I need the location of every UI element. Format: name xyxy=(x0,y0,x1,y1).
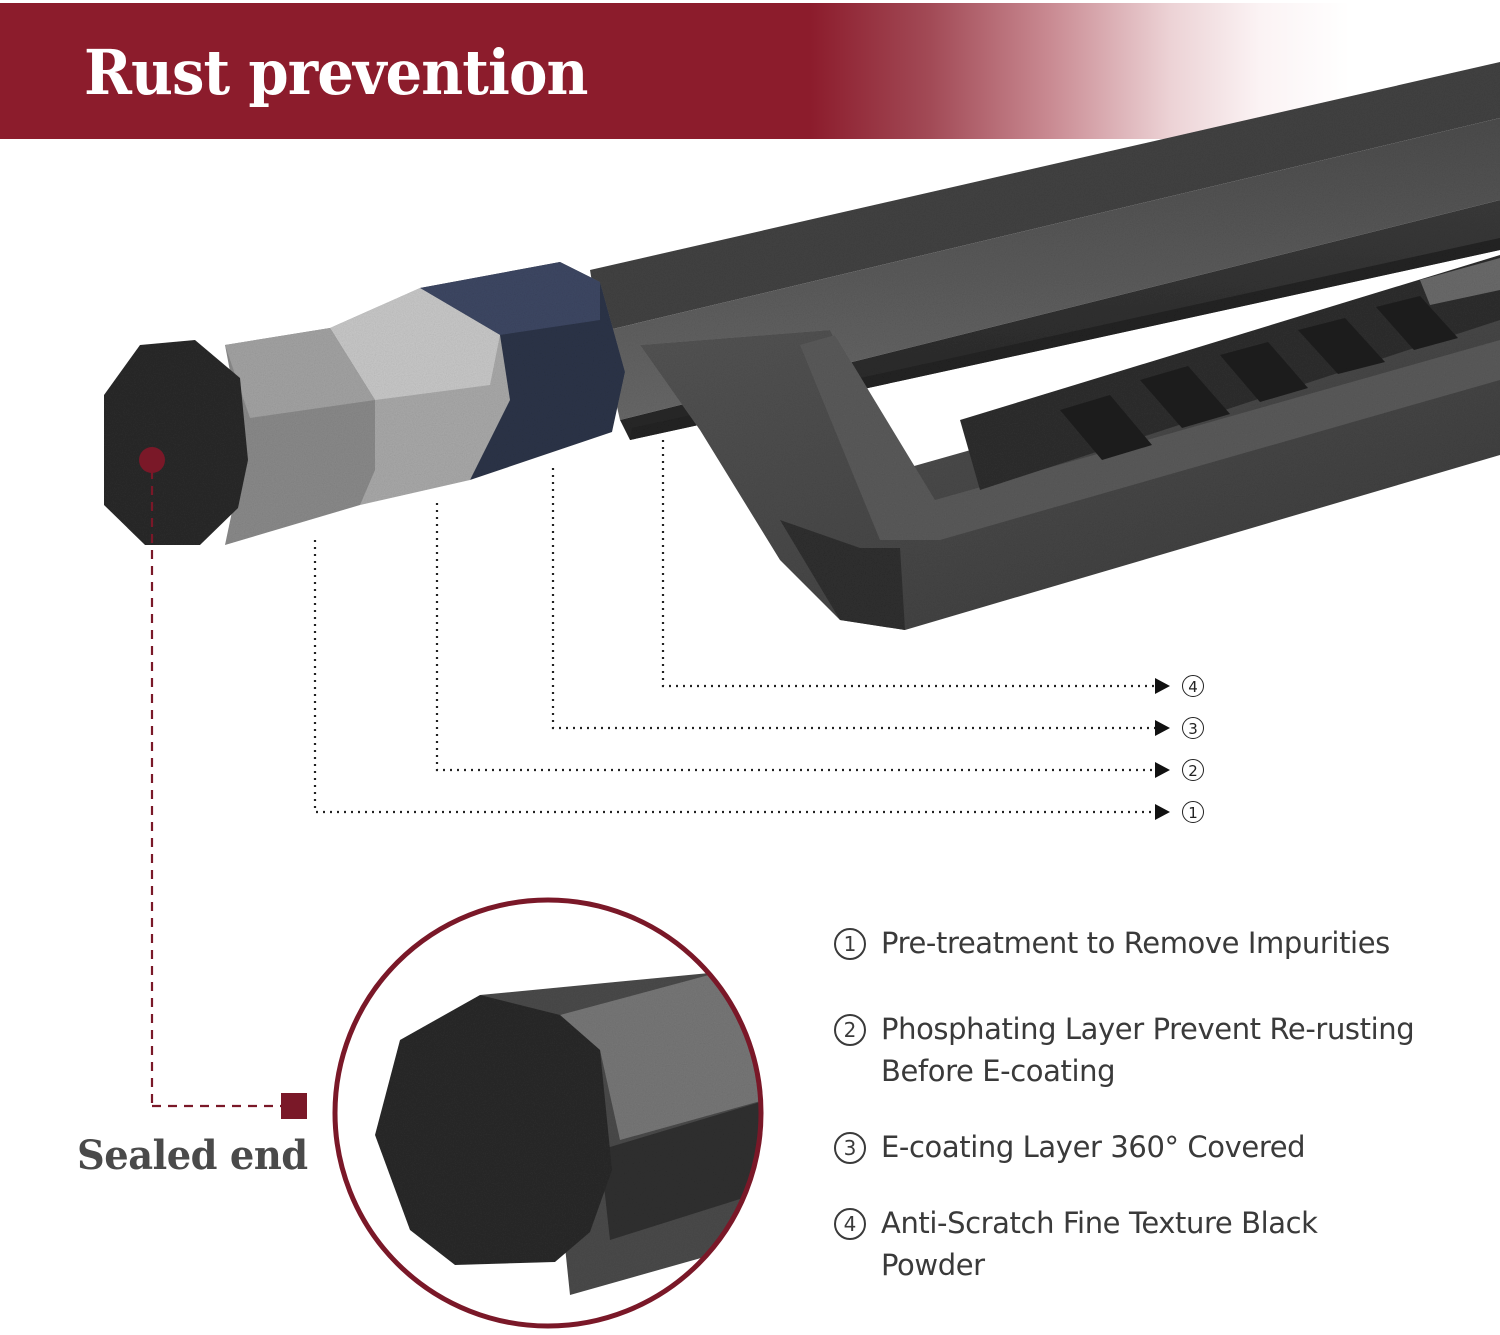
sealed-end-inset xyxy=(332,897,764,1329)
sealed-end-dot xyxy=(139,447,165,473)
callout-2: 2 xyxy=(1182,759,1204,781)
callout-arrowheads xyxy=(1155,678,1170,820)
legend-text: E-coating Layer 360° Covered xyxy=(881,1130,1306,1164)
legend-item-3: 3 E-coating Layer 360° Covered xyxy=(834,1126,1456,1168)
header-banner: Rust prevention xyxy=(0,3,1500,139)
callout-1: 1 xyxy=(1182,801,1204,823)
legend-number-icon: 4 xyxy=(834,1208,866,1240)
end-cap xyxy=(104,340,248,545)
callout-4: 4 xyxy=(1182,675,1204,697)
legend-item-4: 4 Anti-Scratch Fine Texture Black Powder xyxy=(834,1202,1381,1286)
page-title: Rust prevention xyxy=(84,36,588,109)
legend-item-1: 1 Pre-treatment to Remove Impurities xyxy=(834,922,1456,964)
sealed-end-label: Sealed end xyxy=(77,1132,308,1179)
step-board xyxy=(640,255,1500,630)
legend-item-2: 2 Phosphating Layer Prevent Re-rusting B… xyxy=(834,1008,1456,1092)
callout-3: 3 xyxy=(1182,717,1204,739)
legend-number-icon: 3 xyxy=(834,1132,866,1164)
step-slots xyxy=(1060,296,1458,460)
layered-tube-end xyxy=(104,262,625,545)
callout-leaders xyxy=(313,440,1155,814)
legend-text: Phosphating Layer Prevent Re-rusting Bef… xyxy=(881,1012,1415,1088)
legend-text: Pre-treatment to Remove Impurities xyxy=(881,926,1390,960)
legend-number-icon: 2 xyxy=(834,1014,866,1046)
sealed-end-marker xyxy=(281,1093,307,1119)
legend-text: Anti-Scratch Fine Texture Black Powder xyxy=(881,1206,1318,1282)
legend-number-icon: 1 xyxy=(834,928,866,960)
